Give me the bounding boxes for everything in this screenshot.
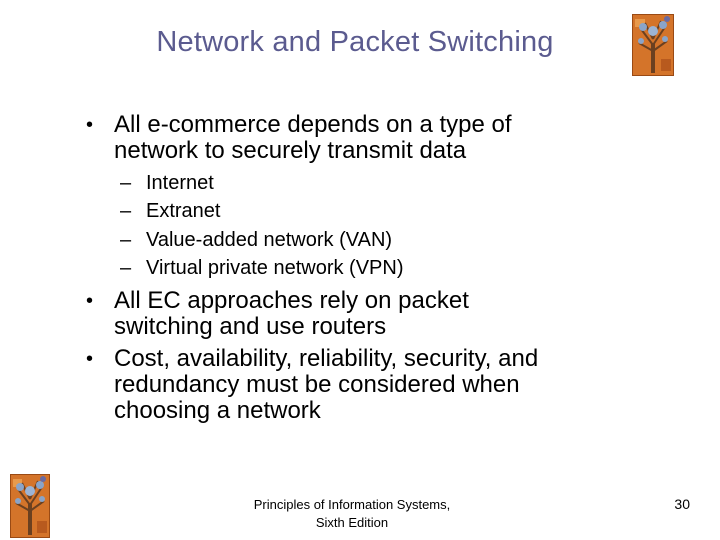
tree-logo-icon: [10, 474, 50, 538]
bullet-text: All e-commerce depends on a type of netw…: [114, 112, 634, 164]
bullet-marker: •: [86, 348, 94, 370]
bullet-line: redundancy must be considered when: [114, 371, 520, 398]
sub-marker: –: [120, 200, 132, 222]
sub-item-text: Extranet: [146, 200, 221, 222]
sub-marker: –: [120, 229, 132, 251]
footer-line: Sixth Edition: [315, 515, 389, 530]
bullet-line: Cost, availability, reliability, securit…: [114, 345, 539, 372]
bullet-marker: •: [86, 114, 94, 136]
page-title: Network and Packet Switching: [156, 26, 554, 58]
sub-marker: –: [120, 172, 132, 194]
footer-line: Principles of Information Systems,: [253, 497, 451, 512]
page-number: 30: [674, 496, 690, 512]
bullet-line: All e-commerce depends on a type of: [114, 111, 512, 138]
bullet-line: choosing a network: [114, 397, 321, 424]
bullet-line: switching and use routers: [114, 313, 387, 340]
sub-marker: –: [120, 257, 132, 279]
bullet-line: network to securely transmit data: [114, 137, 467, 164]
sub-item-text: Virtual private network (VPN): [146, 257, 404, 279]
sub-item-text: Value-added network (VAN): [146, 229, 393, 251]
bullet-line: All EC approaches rely on packet: [114, 287, 469, 314]
bullet-marker: •: [86, 290, 94, 312]
sub-item-text: Internet: [146, 172, 214, 194]
footer-text: Principles of Information Systems, Sixth…: [236, 496, 468, 532]
bullet-text: Cost, availability, reliability, securit…: [114, 346, 634, 424]
bullet-text: All EC approaches rely on packet switchi…: [114, 288, 634, 340]
tree-logo-icon: [632, 14, 674, 76]
